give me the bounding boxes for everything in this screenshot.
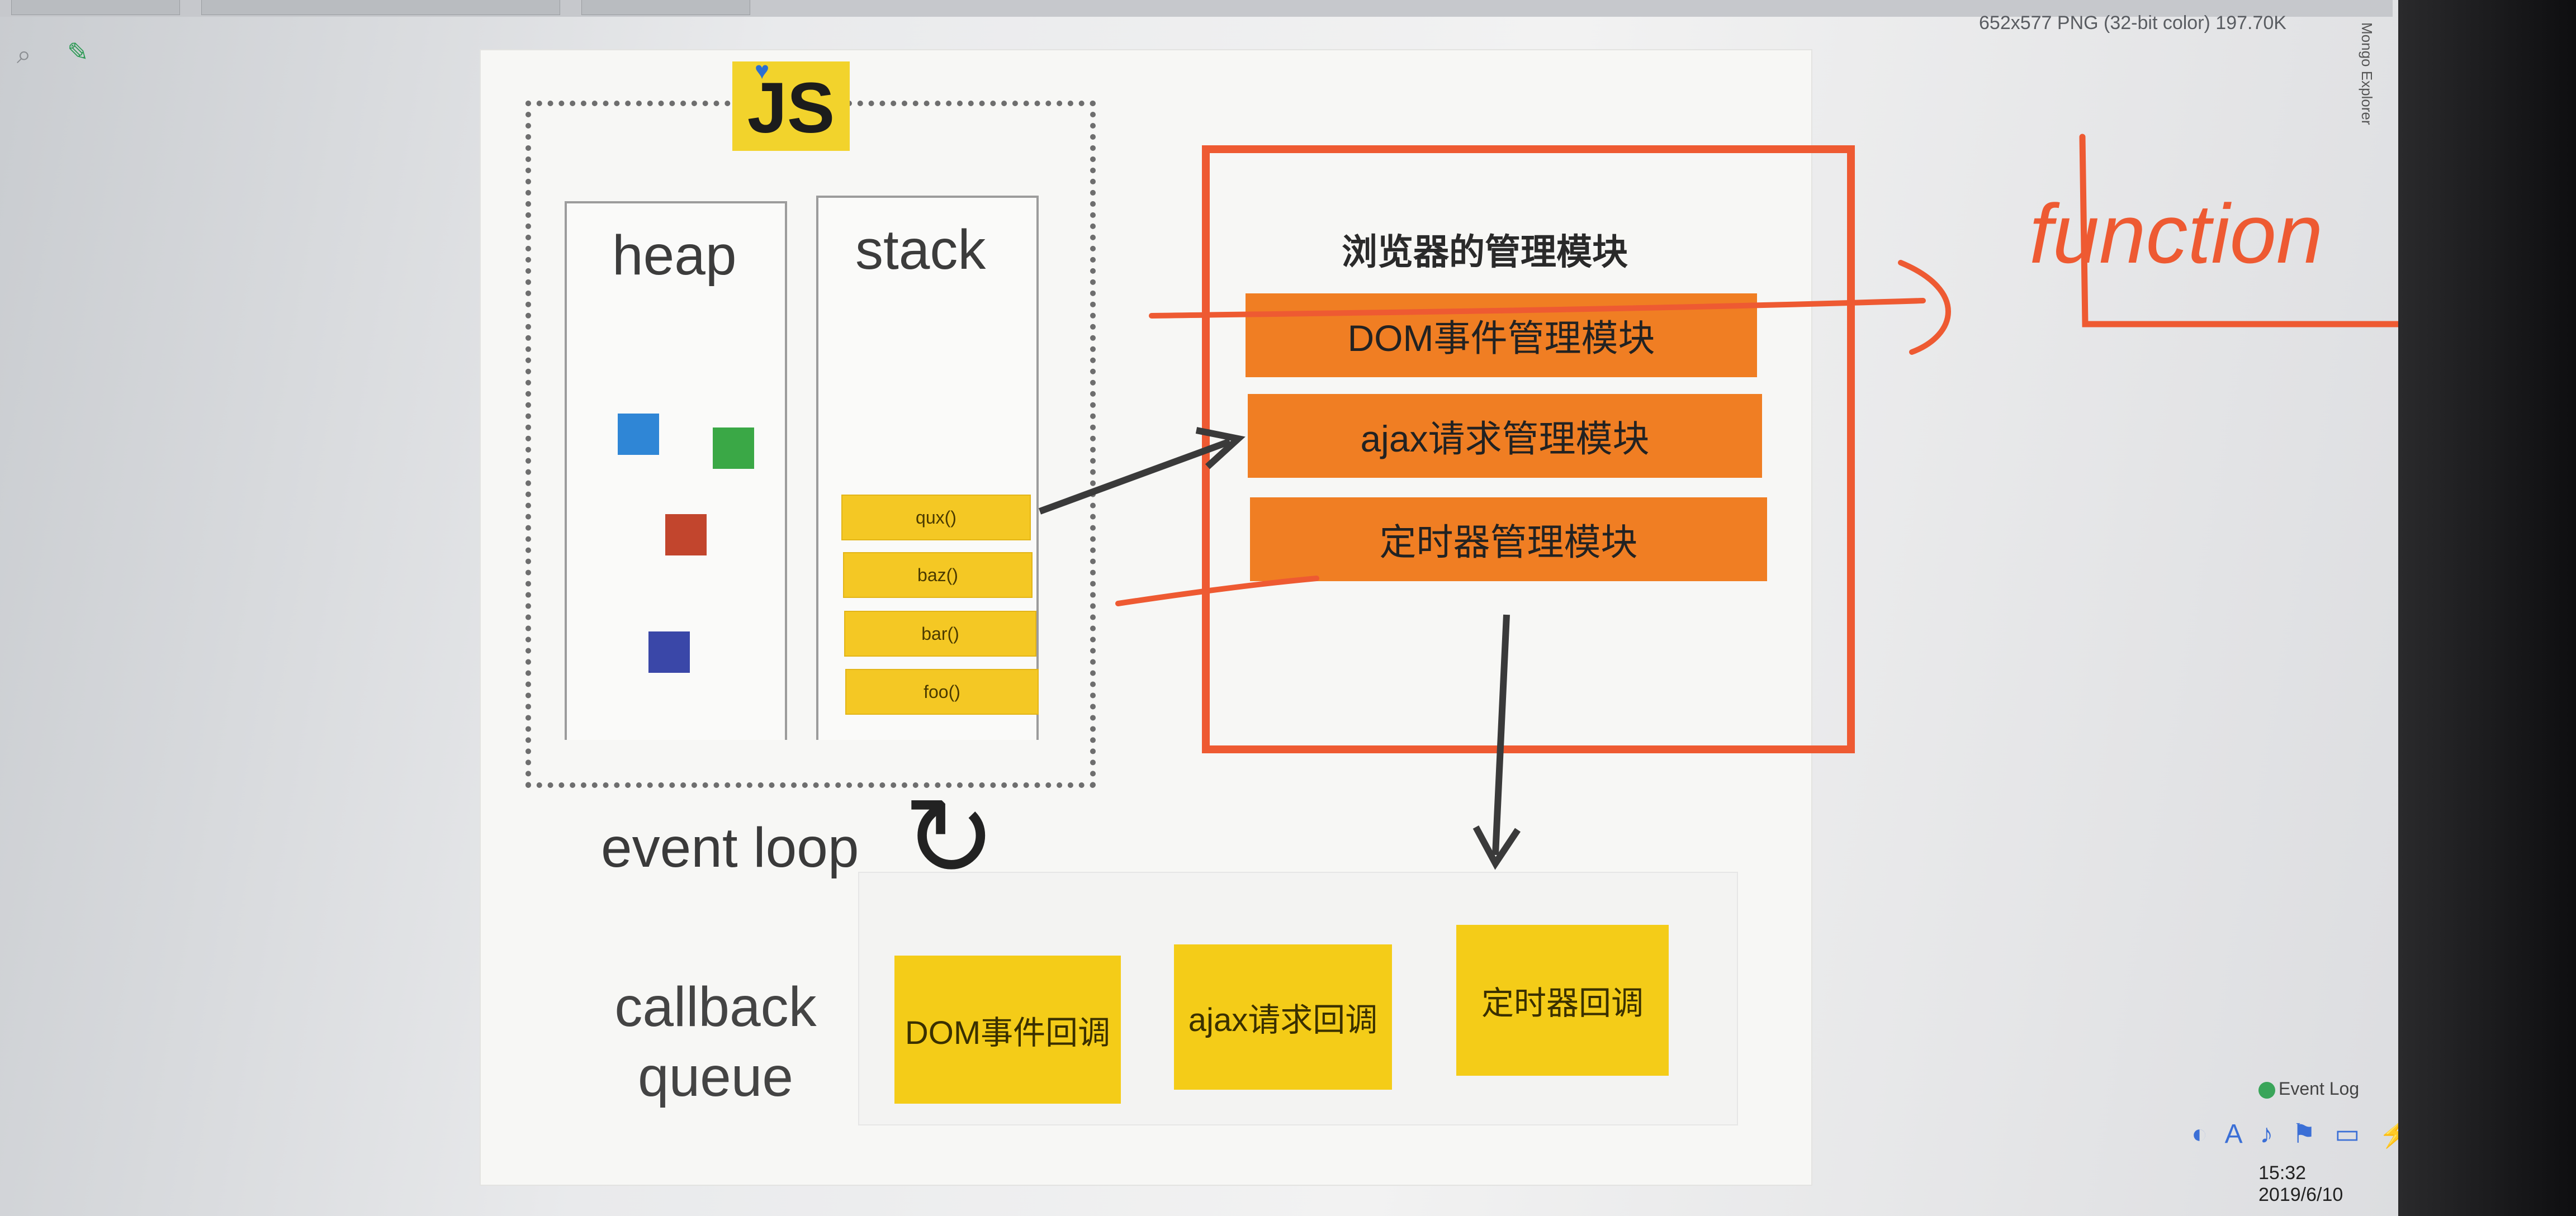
event-loop-label: event loop	[601, 816, 859, 879]
file-info: 652x577 PNG (32-bit color) 197.70K	[1979, 12, 2286, 34]
browser-modules-frame	[1202, 145, 1855, 753]
event-log-icon	[2258, 1081, 2275, 1099]
handwritten-bracket	[2079, 134, 2402, 327]
handwritten-dom-line	[1149, 260, 1951, 355]
heap-title: heap	[612, 224, 737, 287]
browser-tab[interactable]	[201, 0, 560, 15]
stack-to-modules-arrow	[1038, 427, 1246, 515]
event-log-button[interactable]: Event Log	[2258, 1079, 2359, 1099]
heap-object-indigo	[648, 631, 690, 673]
stack-frame: bar()	[844, 611, 1036, 657]
heap-object-red	[665, 514, 707, 555]
heap-object-blue	[618, 414, 659, 455]
js-logo: ♥ JS	[732, 57, 850, 151]
stack-title: stack	[855, 218, 986, 281]
js-logo-text: JS	[747, 68, 835, 148]
module-ajax: ajax请求管理模块	[1248, 394, 1762, 478]
stack-frame: foo()	[845, 669, 1039, 715]
clock[interactable]: 15:32 2019/6/10	[2258, 1162, 2343, 1206]
system-tray[interactable]: ◐ A ♪ ⚑ ▭ ⚡	[2191, 1119, 2418, 1149]
color-picker-icon[interactable]: ✎	[67, 37, 89, 66]
monitor-bezel	[2398, 0, 2576, 1216]
heap-object-green	[713, 428, 754, 469]
stack-frame: baz()	[843, 552, 1033, 598]
modules-to-queue-arrow	[1472, 614, 1521, 870]
browser-tab[interactable]	[11, 0, 180, 15]
callback-dom: DOM事件回调	[894, 956, 1121, 1104]
stack-frame: qux()	[841, 495, 1031, 540]
callback-timer: 定时器回调	[1456, 925, 1669, 1076]
callback-queue-line2: queue	[637, 1046, 794, 1108]
browser-tab[interactable]	[581, 0, 750, 15]
module-timer: 定时器管理模块	[1250, 497, 1767, 581]
event-log-label: Event Log	[2279, 1079, 2360, 1099]
handwritten-note: function	[2029, 187, 2323, 281]
clock-date: 2019/6/10	[2258, 1184, 2343, 1205]
handwritten-timer-line	[1115, 576, 1319, 606]
callback-ajax: ajax请求回调	[1174, 944, 1392, 1090]
zoom-icon[interactable]: ⌕	[17, 40, 31, 69]
callback-queue-label: callback queue	[593, 972, 839, 1112]
clock-time: 15:32	[2258, 1162, 2307, 1184]
browser-modules-title: 浏览器的管理模块	[1342, 232, 1628, 272]
heart-icon: ♥	[755, 57, 770, 84]
callback-queue-line1: callback	[614, 976, 817, 1038]
